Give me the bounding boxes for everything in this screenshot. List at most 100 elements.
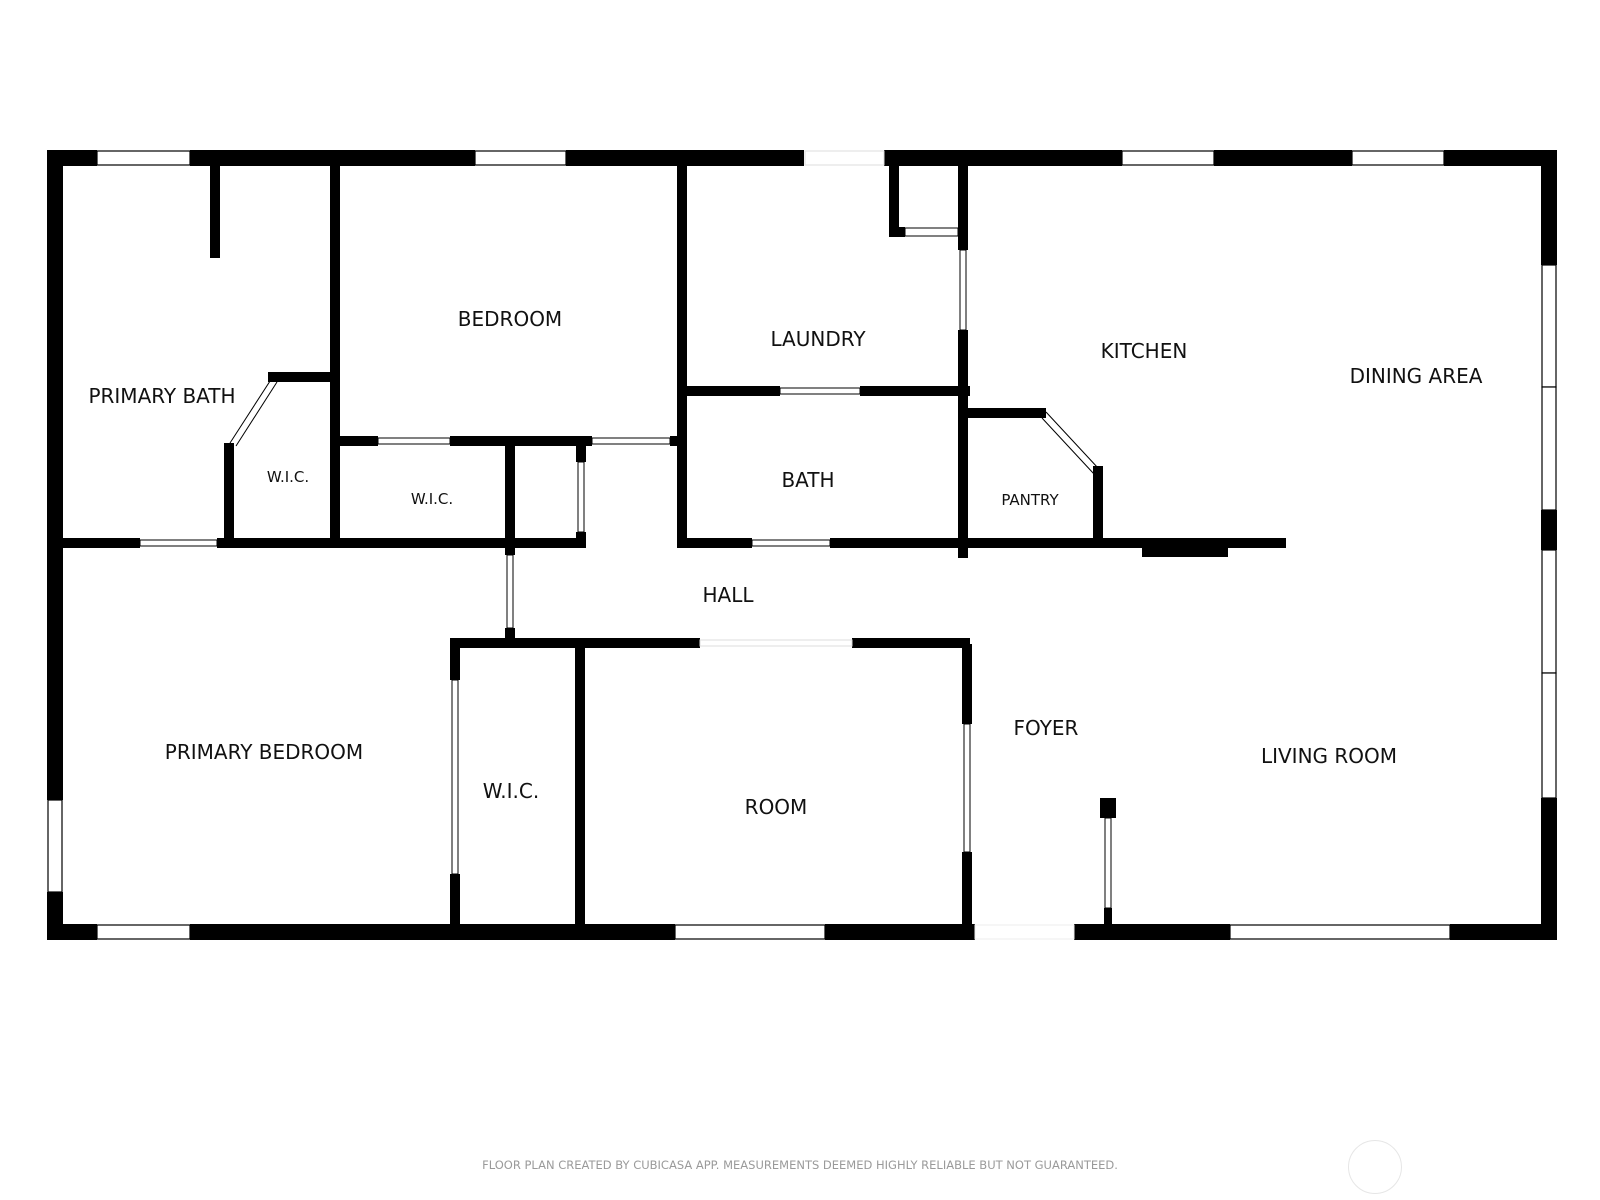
label-wic: W.I.C. [267, 468, 309, 486]
wall-interior [505, 628, 515, 640]
wall-interior [576, 532, 586, 548]
door-opening [804, 150, 885, 166]
wall-interior [958, 160, 968, 250]
wall-interior [966, 408, 1046, 418]
door-leaf [904, 227, 959, 237]
window [47, 799, 63, 893]
wall-top [884, 150, 1122, 166]
door-opening [974, 924, 1075, 940]
wall-right [1541, 798, 1557, 940]
wall-interior [576, 440, 586, 462]
wall-bottom [1450, 924, 1557, 940]
wall-interior [677, 160, 687, 548]
label-kitchen: KITCHEN [1101, 339, 1188, 363]
wall-interior [575, 644, 585, 934]
wall-left [47, 150, 63, 800]
wall-interior [680, 538, 752, 548]
label-bedroom: BEDROOM [458, 307, 562, 331]
label-bath: BATH [781, 468, 834, 492]
window [1121, 150, 1215, 166]
wall-interior [217, 538, 585, 548]
wall-bottom [825, 924, 975, 940]
wall-interior [450, 638, 460, 680]
wall-interior [330, 160, 340, 542]
label-wic: W.I.C. [483, 779, 539, 803]
wall-top [190, 150, 475, 166]
door-leaf [779, 387, 861, 395]
wall-top [566, 150, 804, 166]
wall-post [1100, 798, 1116, 818]
label-primary-bath: PRIMARY BATH [88, 384, 235, 408]
label-primary-bedroom: PRIMARY BEDROOM [165, 740, 363, 764]
wall-interior [268, 372, 332, 382]
door-leaf [577, 461, 585, 533]
interior-walls [55, 160, 1286, 934]
window [96, 924, 191, 940]
wall-interior [830, 538, 1286, 548]
window [1541, 549, 1557, 674]
wall-interior [224, 443, 234, 540]
door-leaf [959, 249, 967, 331]
wall-interior [336, 436, 378, 446]
wall-interior [55, 538, 140, 548]
wall-left [47, 892, 63, 940]
wall-bottom [1074, 924, 1230, 940]
wall-bottom [190, 924, 675, 940]
door-leaf [377, 437, 451, 445]
wall-right [1541, 150, 1557, 265]
door-leaf [1104, 817, 1112, 909]
wall-interior [505, 440, 515, 555]
window [1541, 386, 1557, 511]
wall-interior [450, 436, 592, 446]
wall-interior [962, 852, 972, 934]
door-leaf [1045, 411, 1099, 469]
wall-interior [1093, 466, 1103, 548]
wall-top [1444, 150, 1557, 166]
wall-interior [450, 638, 700, 648]
window [1541, 264, 1557, 388]
door-leaf [751, 539, 831, 547]
wall-post [1104, 908, 1112, 926]
wall-interior [958, 330, 968, 558]
label-wic: W.I.C. [411, 490, 453, 508]
door-opening [699, 639, 853, 647]
door-leaf [506, 554, 514, 629]
wall-interior [852, 638, 970, 648]
label-room: ROOM [745, 795, 808, 819]
wall-right [1541, 510, 1557, 550]
exterior-walls [47, 150, 1557, 940]
window [96, 150, 191, 166]
wall-interior [1142, 545, 1228, 557]
label-laundry: LAUNDRY [770, 327, 866, 351]
room-labels: PRIMARY BATH W.I.C. BEDROOM W.I.C. LAUND… [88, 307, 1482, 819]
window [474, 150, 567, 166]
wall-interior [680, 386, 780, 396]
wall-interior [670, 436, 680, 446]
wall-top [1214, 150, 1352, 166]
wall-interior [889, 160, 899, 237]
doors [139, 150, 1112, 940]
label-foyer: FOYER [1014, 716, 1079, 740]
disclaimer-footer: FLOOR PLAN CREATED BY CUBICASA APP. MEAS… [482, 1158, 1118, 1172]
label-hall: HALL [702, 583, 754, 607]
door-leaf [451, 679, 459, 875]
wall-interior [889, 227, 905, 237]
door-leaf [235, 381, 278, 447]
label-living-room: LIVING ROOM [1261, 744, 1397, 768]
label-pantry: PANTRY [1001, 491, 1059, 509]
door-leaf [963, 723, 971, 853]
wall-interior [962, 644, 972, 724]
door-leaf [229, 377, 273, 444]
window [674, 924, 826, 940]
wall-interior [450, 874, 460, 934]
wall-interior [210, 160, 220, 258]
door-leaf [1041, 417, 1095, 475]
logo-badge [1348, 1140, 1402, 1194]
window [1541, 672, 1557, 799]
label-dining-area: DINING AREA [1350, 364, 1483, 388]
wall-interior [860, 386, 970, 396]
window [1351, 150, 1445, 166]
door-leaf [139, 539, 218, 547]
door-leaf [591, 437, 671, 445]
